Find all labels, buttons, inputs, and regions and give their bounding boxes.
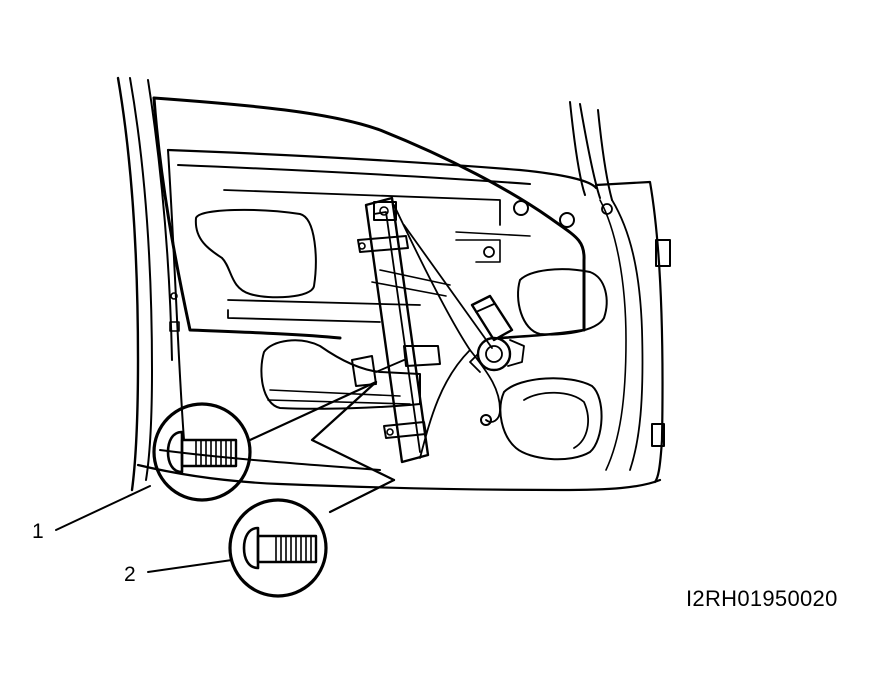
glass-run-channel — [152, 96, 586, 340]
window-regulator — [351, 196, 501, 464]
bolt-1-detail — [152, 402, 252, 502]
callout-label-1: 1 — [32, 520, 44, 543]
access-holes — [194, 200, 608, 461]
leader-lines — [248, 380, 396, 514]
callout-leaders — [55, 485, 233, 573]
callout-label-2: 2 — [124, 563, 136, 586]
inner-panel — [166, 148, 598, 441]
bolt-2-detail — [228, 498, 328, 598]
regulator-motor — [469, 294, 525, 373]
figure-code: I2RH01950020 — [686, 586, 838, 611]
door-outer-frame — [116, 76, 671, 492]
